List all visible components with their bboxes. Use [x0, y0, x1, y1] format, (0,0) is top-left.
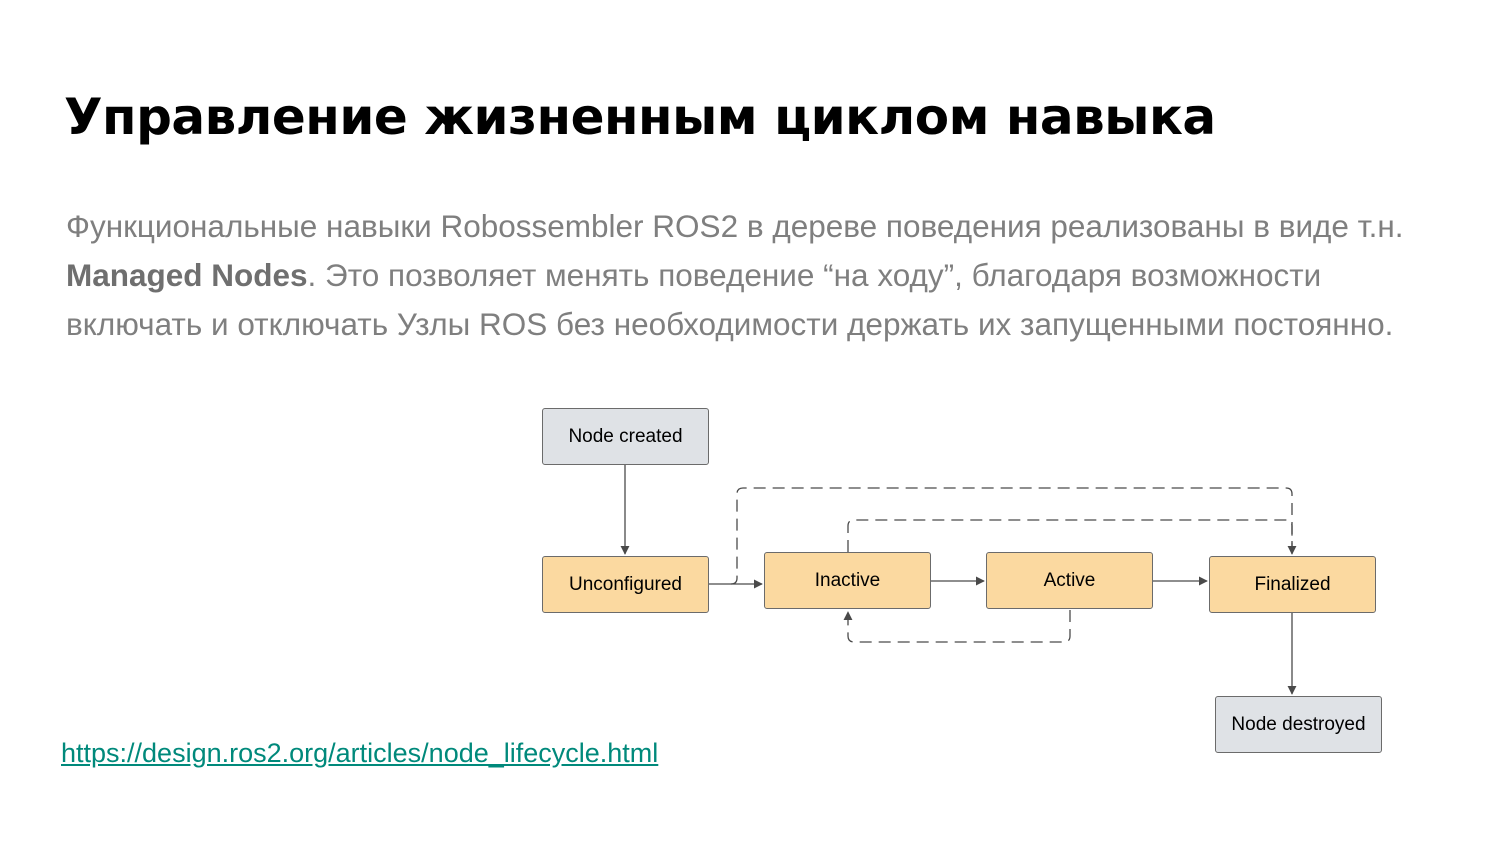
paragraph-text-part2: . Это позволяет менять поведение “на ход…	[66, 257, 1394, 342]
edge-unconfigured-to-finalized	[730, 487, 1297, 585]
edge-inactive-to-finalized	[847, 519, 1293, 554]
unconfigured-state-box: Unconfigured	[542, 556, 709, 613]
finalized-label: Finalized	[1254, 573, 1331, 595]
edge-active-to-inactive	[843, 610, 1071, 643]
source-link[interactable]: https://design.ros2.org/articles/node_li…	[61, 738, 659, 768]
unconfigured-label: Unconfigured	[568, 573, 683, 595]
paragraph-text-part1: Функциональные навыки Robossembler ROS2 …	[66, 208, 1404, 244]
finalized-state-box: Finalized	[1209, 556, 1376, 613]
slide-title: Управление жизненным циклом навыка	[64, 88, 1216, 146]
inactive-label: Inactive	[814, 569, 881, 591]
node-destroyed-box: Node destroyed	[1215, 696, 1382, 753]
slide-paragraph: Функциональные навыки Robossembler ROS2 …	[66, 202, 1436, 349]
active-label: Active	[1043, 569, 1096, 591]
node-created-label: Node created	[568, 425, 683, 447]
node-destroyed-label: Node destroyed	[1231, 713, 1366, 735]
inactive-state-box: Inactive	[764, 552, 931, 609]
node-created-box: Node created	[542, 408, 709, 465]
active-state-box: Active	[986, 552, 1153, 609]
paragraph-bold-term: Managed Nodes	[66, 257, 308, 293]
